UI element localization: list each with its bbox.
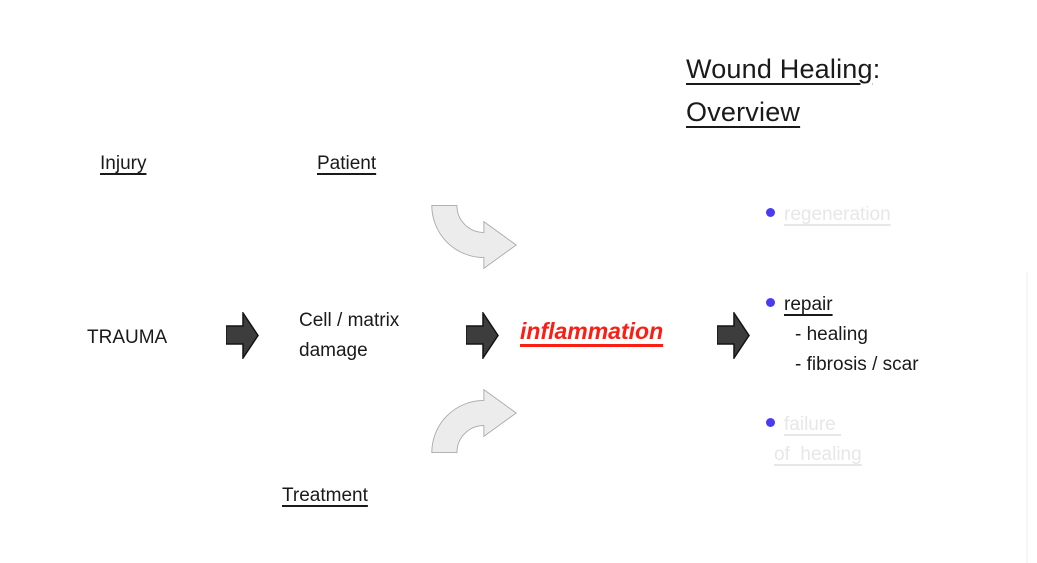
flow-arrow-icon	[465, 310, 499, 364]
node-inflammation: inflammation	[520, 318, 664, 344]
outcome-repair-body: repair - healing - fibrosis / scar	[784, 290, 919, 380]
outcome-failure-of-healing: failure of healing	[766, 410, 862, 470]
page-title: Wound Healing: Overview	[686, 48, 880, 134]
label-patient: Patient	[317, 153, 377, 174]
flow-arrow-icon	[716, 310, 750, 364]
bullet-icon	[766, 298, 775, 307]
outcome-failure-line1: failure	[784, 414, 842, 435]
curved-arrow-up-right-icon	[430, 382, 518, 467]
bullet-icon	[766, 208, 775, 217]
outcome-regeneration-label: regeneration	[784, 204, 891, 225]
outcome-repair-subline-healing: - healing	[795, 324, 868, 345]
outcome-failure-body: failure of healing	[774, 410, 862, 470]
label-injury: Injury	[100, 153, 147, 174]
curved-arrow-down-right-icon	[430, 196, 518, 281]
outcome-failure-line2: of healing	[774, 444, 862, 465]
outcome-repair: repair - healing - fibrosis / scar	[766, 290, 919, 380]
node-cell-matrix-damage: Cell / matrix damage	[299, 306, 399, 366]
slide-edge-line	[1026, 272, 1028, 563]
bullet-icon	[766, 418, 775, 427]
node-trauma: TRAUMA	[87, 327, 168, 348]
page-title-line1-text: Wound Healing	[686, 54, 873, 84]
page-title-colon: :	[872, 54, 881, 84]
flow-arrow-icon	[225, 310, 259, 364]
outcome-repair-subline-fibrosis: - fibrosis / scar	[795, 354, 919, 375]
page-title-line1: Wound Healing:	[686, 48, 880, 91]
label-treatment: Treatment	[282, 485, 368, 506]
outcome-regeneration: regeneration	[766, 200, 891, 230]
node-cell-matrix-line2: damage	[299, 340, 368, 361]
page-title-line2: Overview	[686, 91, 880, 134]
node-cell-matrix-line1: Cell / matrix	[299, 310, 400, 331]
page-title-line2-text: Overview	[686, 97, 801, 127]
outcome-repair-label: repair	[784, 294, 833, 315]
